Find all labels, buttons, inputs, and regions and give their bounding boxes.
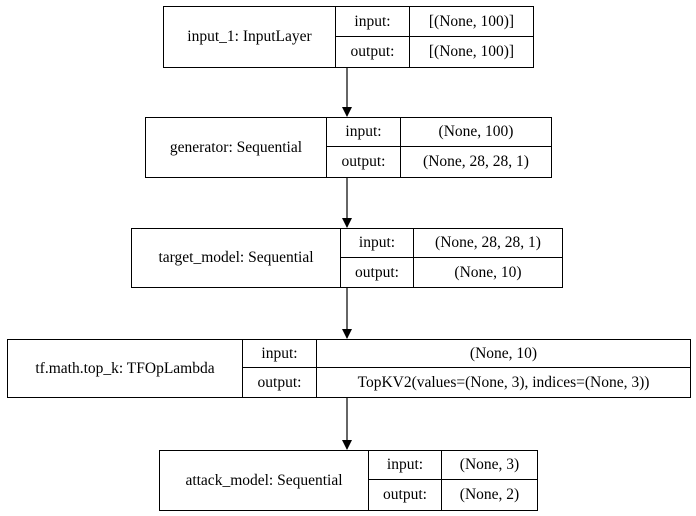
output-label: output:: [336, 37, 410, 67]
input-label: input:: [243, 340, 317, 368]
input-label: input:: [336, 7, 410, 37]
output-label: output:: [341, 258, 414, 287]
output-label: output:: [369, 480, 442, 510]
input-label: input:: [369, 451, 442, 480]
node-title: attack_model: Sequential: [160, 451, 369, 510]
input-shape-value: (None, 3): [442, 451, 537, 480]
output-shape-value: (None, 28, 28, 1): [423, 153, 529, 171]
input-shape-value: (None, 100): [401, 118, 551, 147]
node-title: target_model: Sequential: [132, 229, 341, 287]
node-top-k: tf.math.top_k: TFOpLambda input: (None, …: [7, 339, 691, 398]
output-label: output:: [243, 368, 317, 397]
input-shape-value: (None, 28, 28, 1): [414, 229, 562, 258]
input-label: input:: [341, 229, 414, 258]
output-shape-value: [(None, 100)]: [428, 43, 515, 61]
node-attack-model: attack_model: Sequential input: (None, 3…: [159, 450, 538, 511]
input-label: input:: [327, 118, 401, 147]
input-shape-value: [(None, 100)]: [410, 7, 533, 37]
node-generator: generator: Sequential input: (None, 100)…: [145, 117, 552, 178]
node-title: generator: Sequential: [146, 118, 327, 177]
node-title: tf.math.top_k: TFOpLambda: [8, 340, 243, 397]
output-label: output:: [327, 147, 401, 177]
output-shape-value: (None, 10): [454, 263, 522, 281]
node-title: input_1: InputLayer: [164, 7, 336, 67]
node-input-1: input_1: InputLayer input: [(None, 100)]…: [163, 6, 534, 68]
node-target-model: target_model: Sequential input: (None, 2…: [131, 228, 563, 288]
output-shape-value: (None, 2): [459, 486, 520, 504]
input-shape-value: (None, 10): [317, 340, 690, 368]
output-shape-value: TopKV2(values=(None, 3), indices=(None, …: [357, 373, 650, 391]
